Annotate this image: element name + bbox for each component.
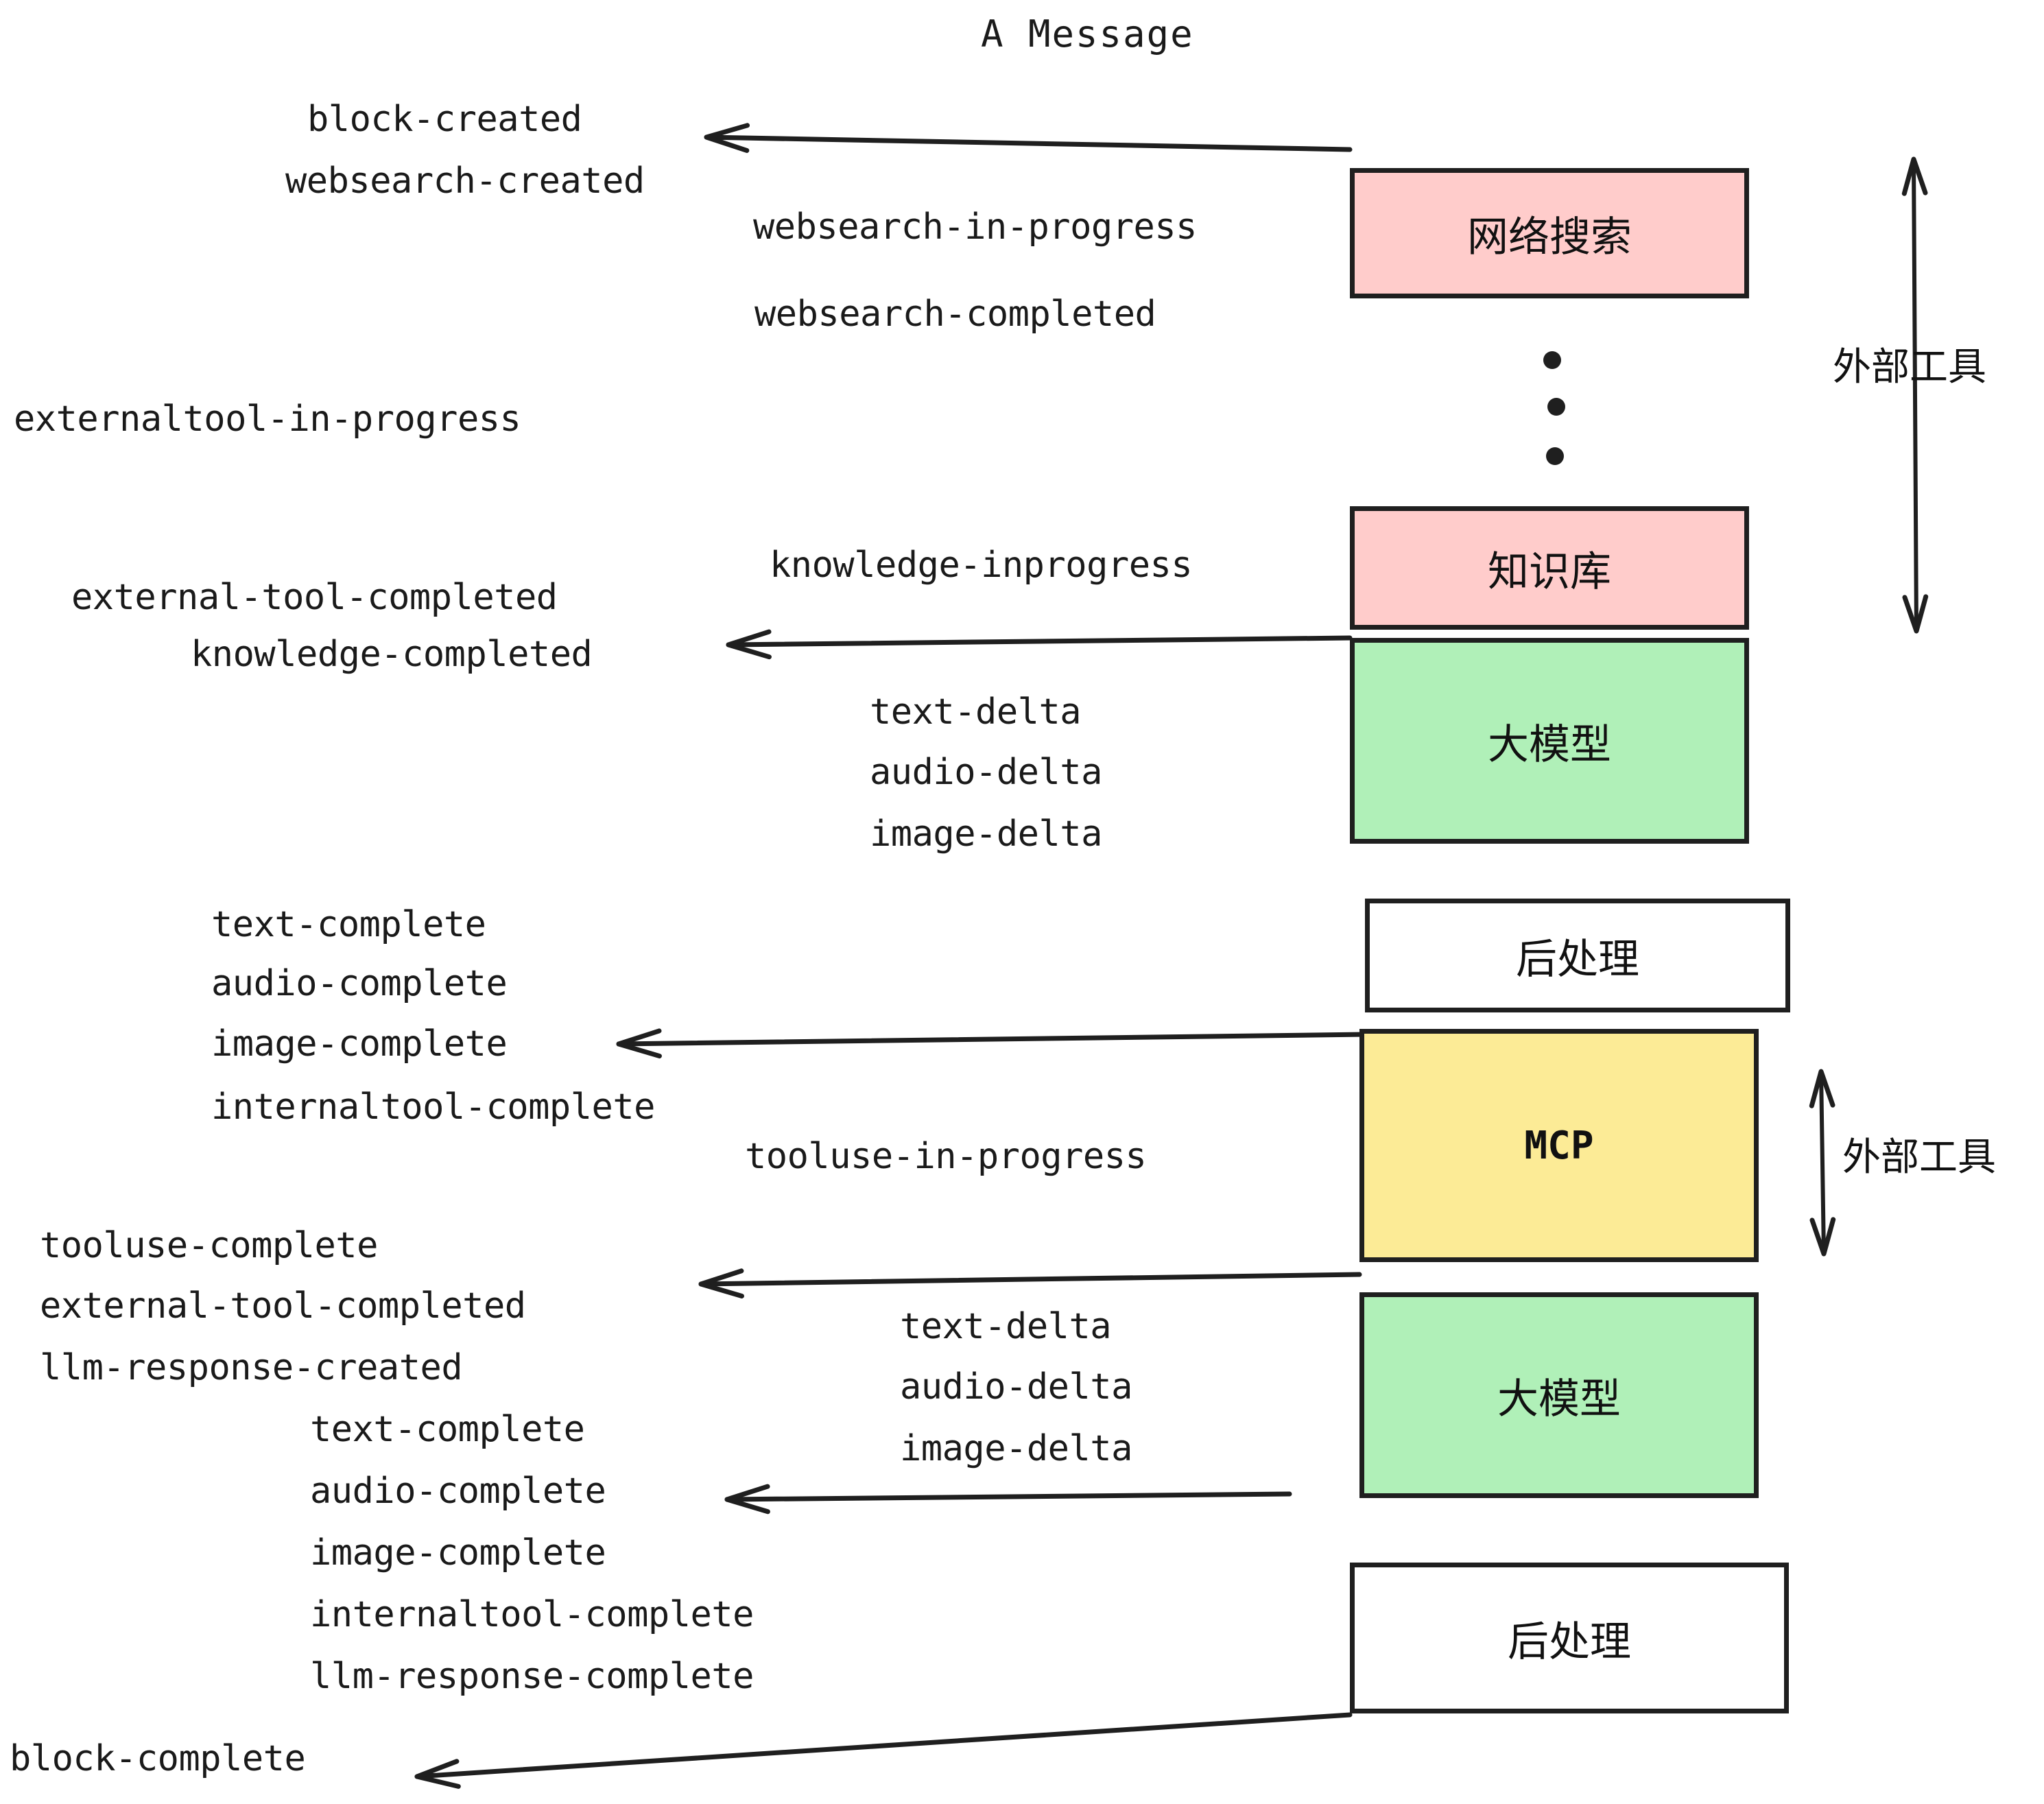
event-label-audio-complete-1: audio-complete	[211, 963, 508, 1004]
event-label-internaltool-complete-1: internaltool-complete	[211, 1087, 655, 1128]
event-label-tooluse-in-progress: tooluse-in-progress	[745, 1136, 1147, 1177]
arrow-audio-complete	[724, 1484, 1292, 1515]
event-label-audio-complete-2: audio-complete	[310, 1471, 606, 1512]
external-tool-bracket-lower	[1809, 1069, 1836, 1257]
event-label-text-delta-2: text-delta	[900, 1306, 1112, 1347]
event-label-block-complete: block-complete	[10, 1738, 306, 1779]
arrow-knowledge-done-head	[726, 629, 772, 660]
event-label-text-complete-1: text-complete	[211, 904, 486, 945]
external-tool-bracket-upper	[1901, 156, 1929, 634]
arrow-block-complete-head	[414, 1759, 461, 1789]
page-title: A Message	[981, 12, 1194, 56]
event-label-block-created: block-created	[307, 99, 582, 140]
node-knowledge: 知识库	[1350, 506, 1749, 630]
event-label-llm-response-created: llm-response-created	[40, 1347, 463, 1388]
external-tool-bracket-lower-head-down	[1809, 1217, 1836, 1257]
ellipsis-dot-2	[1547, 398, 1565, 416]
node-mcp: MCP	[1359, 1029, 1759, 1262]
ellipsis-dot-1	[1543, 351, 1561, 369]
arrow-block-created-head	[704, 123, 750, 153]
event-label-internaltool-complete-2: internaltool-complete	[310, 1594, 754, 1635]
arrow-audio-complete-head	[724, 1484, 770, 1515]
event-label-audio-delta-1: audio-delta	[870, 752, 1102, 793]
external-tool-bracket-lower-head-up	[1809, 1069, 1835, 1108]
event-label-text-complete-2: text-complete	[310, 1409, 585, 1450]
event-label-knowledge-inprogress: knowledge-inprogress	[770, 545, 1193, 586]
side-label-external-tool-lower: 外部工具	[1842, 1135, 1996, 1180]
node-postprocess-1: 后处理	[1365, 899, 1790, 1012]
event-label-external-tool-completed-2: external-tool-completed	[40, 1285, 526, 1327]
arrow-tooluse-complete-shaft	[698, 1272, 1362, 1287]
arrow-audio-complete-shaft	[724, 1491, 1292, 1502]
arrow-block-created	[704, 123, 1353, 153]
external-tool-bracket-upper-head-up	[1901, 156, 1928, 196]
arrow-tooluse-complete	[698, 1268, 1362, 1298]
event-label-text-delta-1: text-delta	[870, 691, 1082, 733]
arrow-knowledge-done	[726, 629, 1353, 660]
arrow-knowledge-done-shaft	[726, 635, 1353, 648]
external-tool-bracket-lower-shaft	[1819, 1069, 1826, 1256]
ellipsis-dot-3	[1546, 447, 1564, 465]
event-label-image-delta-1: image-delta	[870, 814, 1102, 855]
event-label-image-complete-2: image-complete	[310, 1532, 606, 1574]
arrow-block-complete	[414, 1712, 1353, 1789]
arrow-tooluse-complete-head	[698, 1268, 744, 1298]
arrow-image-complete-shaft	[616, 1032, 1368, 1047]
event-label-image-delta-2: image-delta	[900, 1428, 1132, 1469]
event-label-external-tool-completed-1: external-tool-completed	[71, 577, 558, 618]
event-label-externaltool-in-progress: externaltool-in-progress	[14, 399, 521, 440]
event-label-audio-delta-2: audio-delta	[900, 1366, 1132, 1408]
side-label-external-tool-upper: 外部工具	[1833, 345, 1986, 390]
external-tool-bracket-upper-head-down	[1902, 594, 1929, 634]
node-llm-2: 大模型	[1359, 1292, 1759, 1498]
event-label-tooluse-complete: tooluse-complete	[40, 1225, 378, 1266]
node-postprocess-2: 后处理	[1350, 1563, 1789, 1713]
event-label-websearch-created: websearch-created	[285, 161, 645, 202]
event-label-image-complete-1: image-complete	[211, 1023, 508, 1065]
external-tool-bracket-upper-shaft	[1912, 157, 1918, 633]
node-websearch: 网络搜索	[1350, 168, 1749, 298]
event-label-knowledge-completed: knowledge-completed	[191, 634, 593, 675]
arrow-block-complete-shaft	[414, 1712, 1353, 1779]
event-label-websearch-completed: websearch-completed	[754, 294, 1156, 335]
event-label-websearch-in-progress: websearch-in-progress	[753, 206, 1197, 248]
event-label-llm-response-complete: llm-response-complete	[310, 1656, 754, 1697]
arrow-block-created-shaft	[704, 134, 1353, 152]
arrow-image-complete-head	[616, 1028, 662, 1059]
arrow-image-complete	[616, 1028, 1368, 1059]
node-llm-1: 大模型	[1350, 638, 1749, 844]
